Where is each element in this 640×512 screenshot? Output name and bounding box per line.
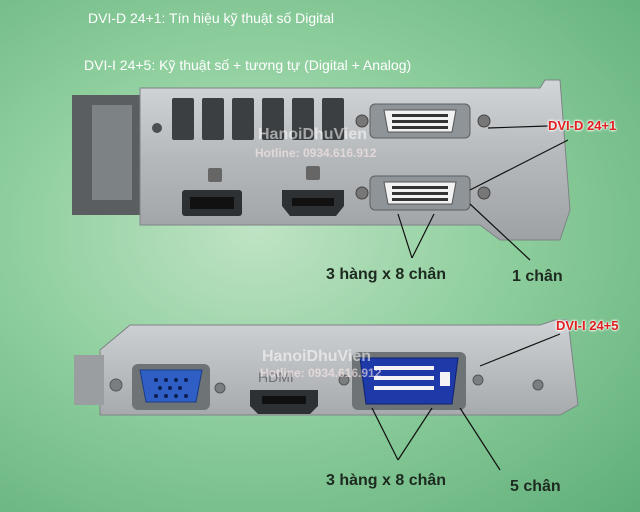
- top-second-dvi-port: [355, 175, 491, 211]
- dvi-d-label: DVI-D 24+1: [548, 118, 617, 133]
- dvi-i-port-icon: [338, 352, 484, 410]
- top-rows-label: 3 hàng x 8 chân: [326, 266, 447, 283]
- bottom-pins-label: 5 chân: [510, 478, 561, 495]
- watermark-hotline-bottom: Hotline: 0934.616.912: [260, 366, 382, 380]
- watermark-hotline-top: Hotline: 0934.616.912: [255, 146, 377, 160]
- watermark-brand-bottom: HanoiDhuVien: [262, 348, 372, 365]
- vga-port-icon: [132, 364, 226, 410]
- top-card: [72, 79, 571, 241]
- bottom-annotation-lines: [371, 333, 561, 471]
- watermark-brand-top: HanoiDhuVien: [258, 126, 368, 143]
- top-vents: [172, 98, 344, 140]
- bottom-rows-label: 3 hàng x 8 chân: [326, 472, 447, 489]
- header-dvi-d-text: DVI-D 24+1: Tín hiệu kỹ thuật số Digital: [88, 10, 335, 26]
- svg-text:HDMI: HDMI: [258, 369, 294, 385]
- hdmi-port-icon: [282, 166, 344, 216]
- dvi-d-port-icon: [355, 103, 491, 139]
- header-dvi-i-text: DVI-I 24+5: Kỹ thuật số + tương tự (Digi…: [84, 57, 412, 73]
- hdmi-port-bottom: HDMI: [250, 369, 318, 414]
- displayport-icon: [182, 168, 242, 216]
- top-annotation-lines: [397, 125, 569, 261]
- top-pin-label: 1 chân: [512, 268, 563, 285]
- bottom-card: HDMI: [74, 319, 579, 416]
- dvi-i-label: DVI-I 24+5: [556, 318, 619, 333]
